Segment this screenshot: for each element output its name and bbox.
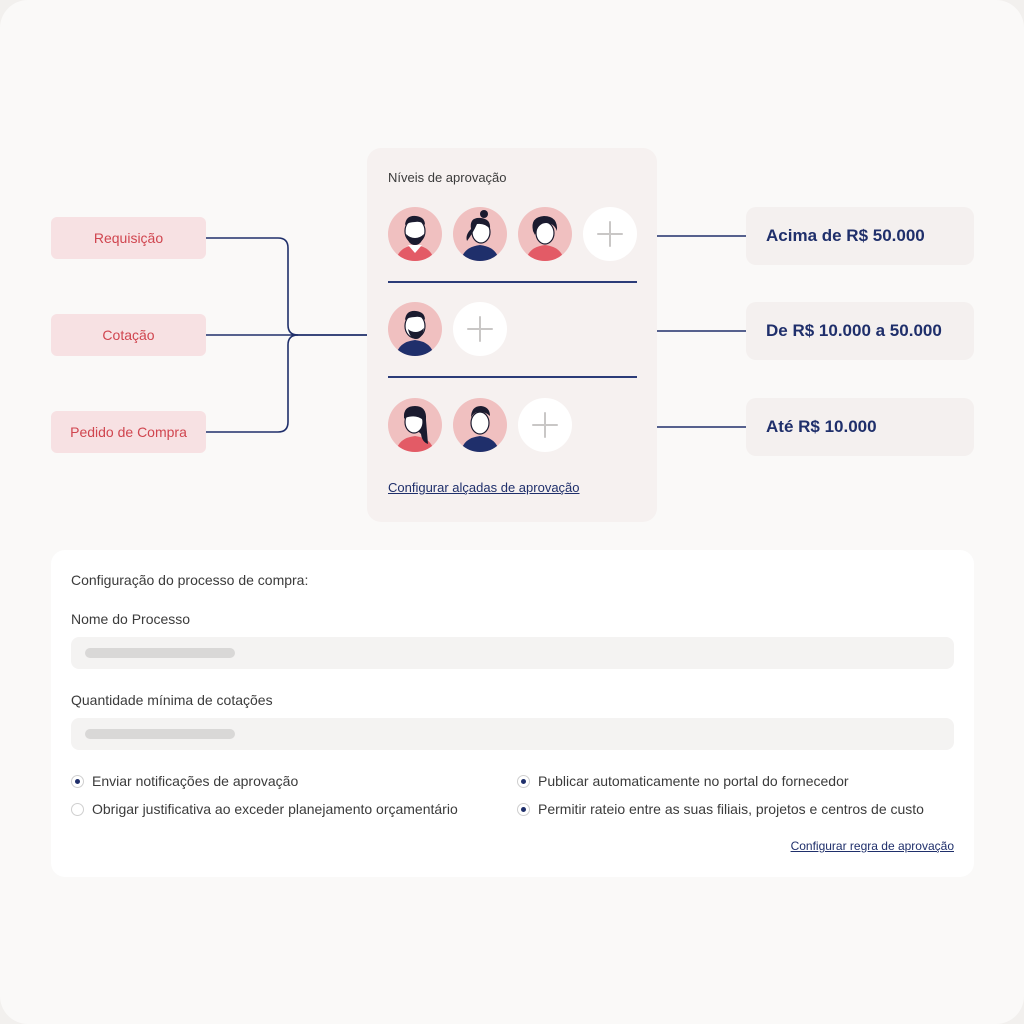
stage-cotacao[interactable]: Cotação xyxy=(51,314,206,356)
add-approver-button[interactable] xyxy=(518,398,572,452)
option-label: Permitir rateio entre as suas filiais, p… xyxy=(538,801,924,817)
divider xyxy=(388,376,637,378)
avatar-bearded-man-icon xyxy=(388,207,442,261)
threshold-level-2: De R$ 10.000 a 50.000 xyxy=(746,302,974,360)
plus-icon xyxy=(467,316,493,342)
avatar-woman-bun-icon xyxy=(453,207,507,261)
input-placeholder-bar xyxy=(85,729,235,739)
option-allow-cost-split[interactable]: Permitir rateio entre as suas filiais, p… xyxy=(517,801,924,817)
divider xyxy=(388,281,637,283)
option-label: Enviar notificações de aprovação xyxy=(92,773,299,789)
approval-level-row-3 xyxy=(388,398,572,452)
plus-icon xyxy=(597,221,623,247)
radio-selected-icon[interactable] xyxy=(71,774,84,788)
stage-requisicao[interactable]: Requisição xyxy=(51,217,206,259)
process-name-label: Nome do Processo xyxy=(71,611,191,627)
option-send-approval-notifications[interactable]: Enviar notificações de aprovação xyxy=(71,773,298,789)
option-require-justification[interactable]: Obrigar justificativa ao exceder planeja… xyxy=(71,801,458,817)
radio-unselected-icon[interactable] xyxy=(71,802,84,816)
approval-level-row-2 xyxy=(388,302,507,356)
avatar-curly-hair-woman-icon xyxy=(518,207,572,261)
approval-level-row-1 xyxy=(388,207,637,261)
process-name-input[interactable] xyxy=(71,637,954,669)
panel-title: Configuração do processo de compra: xyxy=(71,572,309,588)
option-auto-publish-portal[interactable]: Publicar automaticamente no portal do fo… xyxy=(517,773,849,789)
avatar-man-short-hair-icon xyxy=(453,398,507,452)
radio-selected-icon[interactable] xyxy=(517,774,530,788)
approval-levels-card: Níveis de aprovação xyxy=(367,148,657,522)
threshold-level-1: Acima de R$ 50.000 xyxy=(746,207,974,265)
threshold-level-3: Até R$ 10.000 xyxy=(746,398,974,456)
radio-selected-icon[interactable] xyxy=(517,802,530,816)
purchase-process-config-panel: Configuração do processo de compra: Nome… xyxy=(51,550,974,877)
stage-pedido-de-compra[interactable]: Pedido de Compra xyxy=(51,411,206,453)
configure-approval-levels-link[interactable]: Configurar alçadas de aprovação xyxy=(388,480,580,495)
min-quotes-input[interactable] xyxy=(71,718,954,750)
approval-levels-title: Níveis de aprovação xyxy=(388,170,507,185)
avatar-long-hair-woman-icon xyxy=(388,398,442,452)
plus-icon xyxy=(532,412,558,438)
input-placeholder-bar xyxy=(85,648,235,658)
configure-approval-rule-link[interactable]: Configurar regra de aprovação xyxy=(790,839,954,853)
add-approver-button[interactable] xyxy=(453,302,507,356)
min-quotes-label: Quantidade mínima de cotações xyxy=(71,692,273,708)
avatar-bearded-man-icon xyxy=(388,302,442,356)
add-approver-button[interactable] xyxy=(583,207,637,261)
option-label: Publicar automaticamente no portal do fo… xyxy=(538,773,849,789)
option-label: Obrigar justificativa ao exceder planeja… xyxy=(92,801,458,817)
